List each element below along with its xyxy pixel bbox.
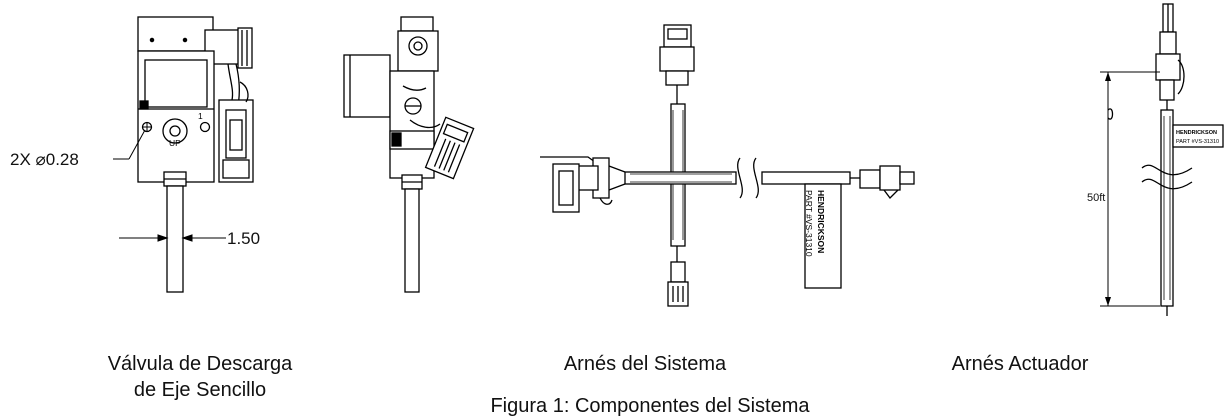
width-dimension-arrows (119, 234, 226, 242)
harness-tag-line2: PART #VS-31310 (804, 190, 814, 257)
width-dimension-value: 1.50 (227, 229, 260, 248)
harness-tag-text: HENDRICKSON PART #VS-31310 (804, 190, 826, 257)
valve-front-view (137, 16, 254, 293)
hole-callout-leader (113, 129, 146, 160)
valve-side-view (343, 16, 475, 293)
figure-caption: Figura 1: Componentes del Sistema (490, 395, 810, 417)
actuator-tag-line1: HENDRICKSON (1176, 130, 1217, 136)
valve-caption-line1: Válvula de Descarga (107, 353, 293, 375)
length-dimension-arrowheads (1105, 72, 1111, 306)
valve-port-one-label: 1 (198, 111, 203, 121)
hole-callout-text: 2X ⌀0.28 (10, 150, 79, 169)
actuator-harness (1100, 3, 1224, 316)
actuator-tag-line2: PART #VS-31310 (1176, 139, 1219, 145)
valve-caption-line2: de Eje Sencillo (133, 379, 267, 401)
actuator-harness-caption-line1: Arnés Actuador (951, 353, 1089, 375)
length-dimension-value: 50ft (1087, 192, 1105, 204)
system-harness-caption-line1: Arnés del Sistema (563, 353, 727, 375)
harness-tag-line1: HENDRICKSON (816, 190, 826, 253)
system-harness-caption: Arnés del Sistema (520, 351, 770, 377)
system-harness (540, 24, 915, 307)
valve-caption: Válvula de Descarga de Eje Sencillo (100, 351, 300, 403)
valve-up-label: UP (169, 138, 181, 148)
actuator-harness-caption: Arnés Actuador (925, 351, 1115, 377)
